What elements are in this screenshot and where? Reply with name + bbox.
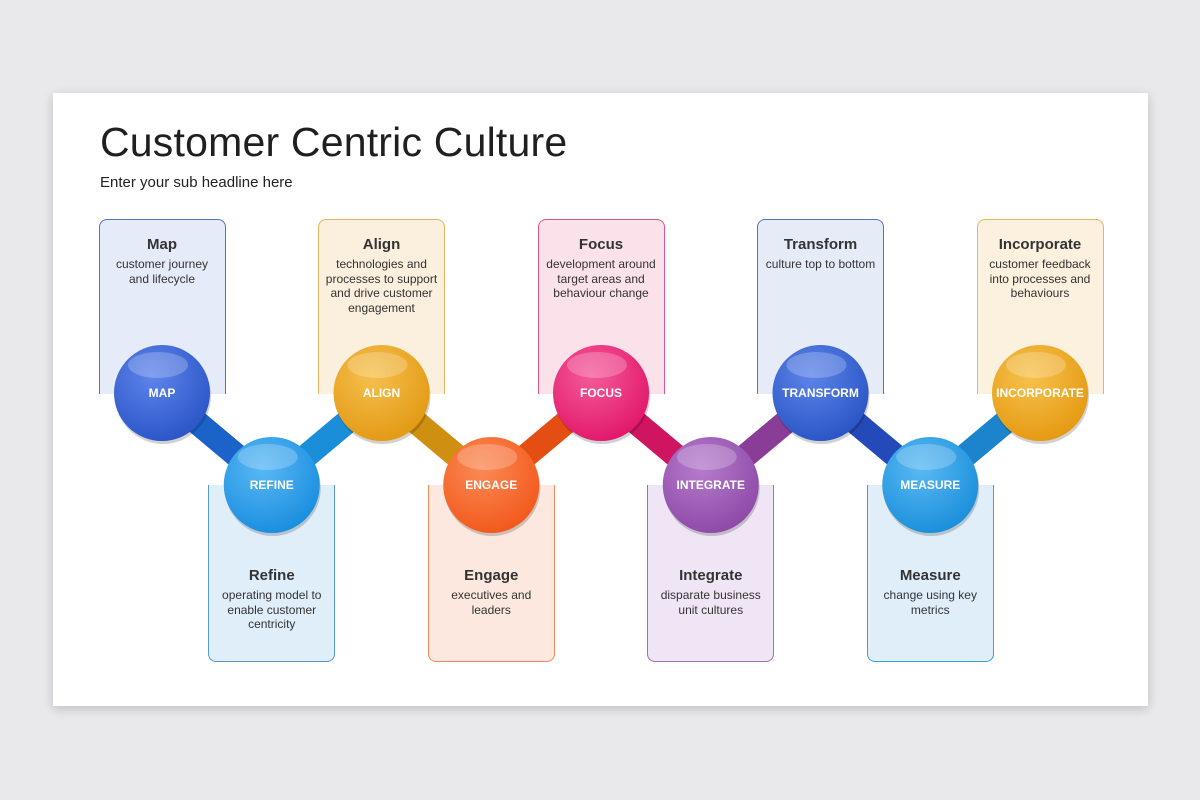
step-description: customer journey and lifecycle xyxy=(115,257,209,286)
step-title: Align xyxy=(362,236,401,253)
node-circle xyxy=(992,345,1088,441)
node-circle xyxy=(882,437,979,533)
step-title: Engage xyxy=(464,567,519,584)
step-title: Measure xyxy=(899,567,961,584)
node-integrate: INTEGRATE xyxy=(662,437,760,536)
node-highlight xyxy=(347,352,408,378)
node-engage: ENGAGE xyxy=(443,437,541,536)
node-refine: REFINE xyxy=(223,437,321,536)
step-title: Incorporate xyxy=(998,236,1082,253)
step-title: Integrate xyxy=(679,567,743,584)
node-circle xyxy=(772,345,869,441)
node-highlight xyxy=(567,352,627,378)
step-description: development around target areas and beha… xyxy=(546,257,656,300)
page-subtitle: Enter your sub headline here xyxy=(100,174,293,191)
step-description: technologies and processes to support an… xyxy=(325,257,438,315)
nodes: MAP REFINE ALIGN ENGAGE FOCUS INTEGRATE TRANSF… xyxy=(114,345,1089,536)
node-circle xyxy=(443,437,540,533)
node-circle xyxy=(662,437,759,533)
step-title: Refine xyxy=(248,567,295,584)
page-title: Customer Centric Culture xyxy=(100,119,568,165)
step-title: Map xyxy=(147,236,177,253)
node-highlight xyxy=(676,444,737,470)
node-highlight xyxy=(1006,352,1066,378)
node-highlight xyxy=(457,444,518,470)
step-description: culture top to bottom xyxy=(765,257,876,271)
node-focus: FOCUS xyxy=(553,345,650,444)
node-highlight xyxy=(786,352,847,378)
node-circle xyxy=(114,345,210,441)
node-measure: MEASURE xyxy=(882,437,980,536)
step-description: change using key metrics xyxy=(883,588,977,617)
node-circle xyxy=(223,437,320,533)
node-highlight xyxy=(237,444,298,470)
step-description: operating model to enable customer centr… xyxy=(222,588,322,631)
node-highlight xyxy=(128,352,188,378)
slide: Customer Centric Culture Enter your sub … xyxy=(53,93,1148,706)
node-map: MAP xyxy=(114,345,211,444)
node-label: INCORPORATE xyxy=(996,386,1084,400)
node-align: ALIGN xyxy=(333,345,431,444)
node-circle xyxy=(333,345,430,441)
step-description: executives and leaders xyxy=(451,588,532,617)
node-circle xyxy=(553,345,649,441)
node-incorporate: INCORPORATE xyxy=(992,345,1089,444)
node-label: TRANSFORM xyxy=(782,386,859,400)
node-label: ALIGN xyxy=(363,386,400,400)
node-transform: TRANSFORM xyxy=(772,345,870,444)
step-description: customer feedback into processes and beh… xyxy=(989,257,1091,300)
node-label: REFINE xyxy=(250,478,294,492)
node-label: ENGAGE xyxy=(465,478,517,492)
node-label: MAP xyxy=(149,386,176,400)
process-diagram: MAP REFINE ALIGN ENGAGE FOCUS INTEGRATE TRANSF… xyxy=(114,345,1089,536)
node-label: FOCUS xyxy=(580,386,622,400)
node-label: MEASURE xyxy=(900,478,960,492)
step-title: Focus xyxy=(578,236,624,253)
node-label: INTEGRATE xyxy=(677,478,745,492)
step-title: Transform xyxy=(783,236,858,253)
step-description: disparate business unit cultures xyxy=(660,588,761,617)
node-highlight xyxy=(896,444,957,470)
